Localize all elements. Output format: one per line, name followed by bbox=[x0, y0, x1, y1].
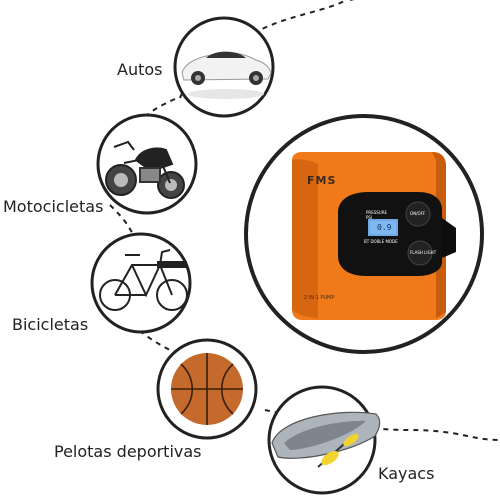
label-motocicletas: Motocicletas bbox=[3, 197, 104, 216]
kayacs-circle bbox=[267, 385, 381, 495]
autos-circle bbox=[173, 16, 275, 118]
motocicletas-circle bbox=[96, 113, 198, 215]
air-pump-device bbox=[292, 152, 456, 320]
label-kayacs: Kayacs bbox=[378, 464, 435, 483]
pelotas-circle bbox=[156, 338, 258, 440]
label-bicicletas: Bicicletas bbox=[12, 315, 89, 334]
pump-brand: FMS bbox=[307, 174, 337, 187]
pump-button-bottom: FLASH LIGHT bbox=[410, 250, 437, 255]
pump-screen-reading: 0.9 bbox=[377, 223, 392, 232]
kayak-icon bbox=[271, 411, 381, 468]
pump-screen-foot: BT DOBLE MODE bbox=[364, 239, 398, 244]
label-autos: Autos bbox=[117, 60, 163, 79]
pump-model: 2 IN 1 PUMP bbox=[304, 295, 335, 301]
pump-screen-title: PRESSURE PSI bbox=[366, 210, 388, 220]
pump-button-top: ON/OFF bbox=[410, 211, 426, 216]
basketball-icon bbox=[171, 353, 243, 425]
label-pelotas-deportivas: Pelotas deportivas bbox=[54, 442, 202, 461]
motorcycle-icon bbox=[105, 140, 185, 199]
bicicletas-circle bbox=[90, 232, 192, 334]
bicycle-icon bbox=[99, 249, 188, 311]
product-circle bbox=[244, 114, 484, 354]
car-icon bbox=[181, 51, 272, 99]
